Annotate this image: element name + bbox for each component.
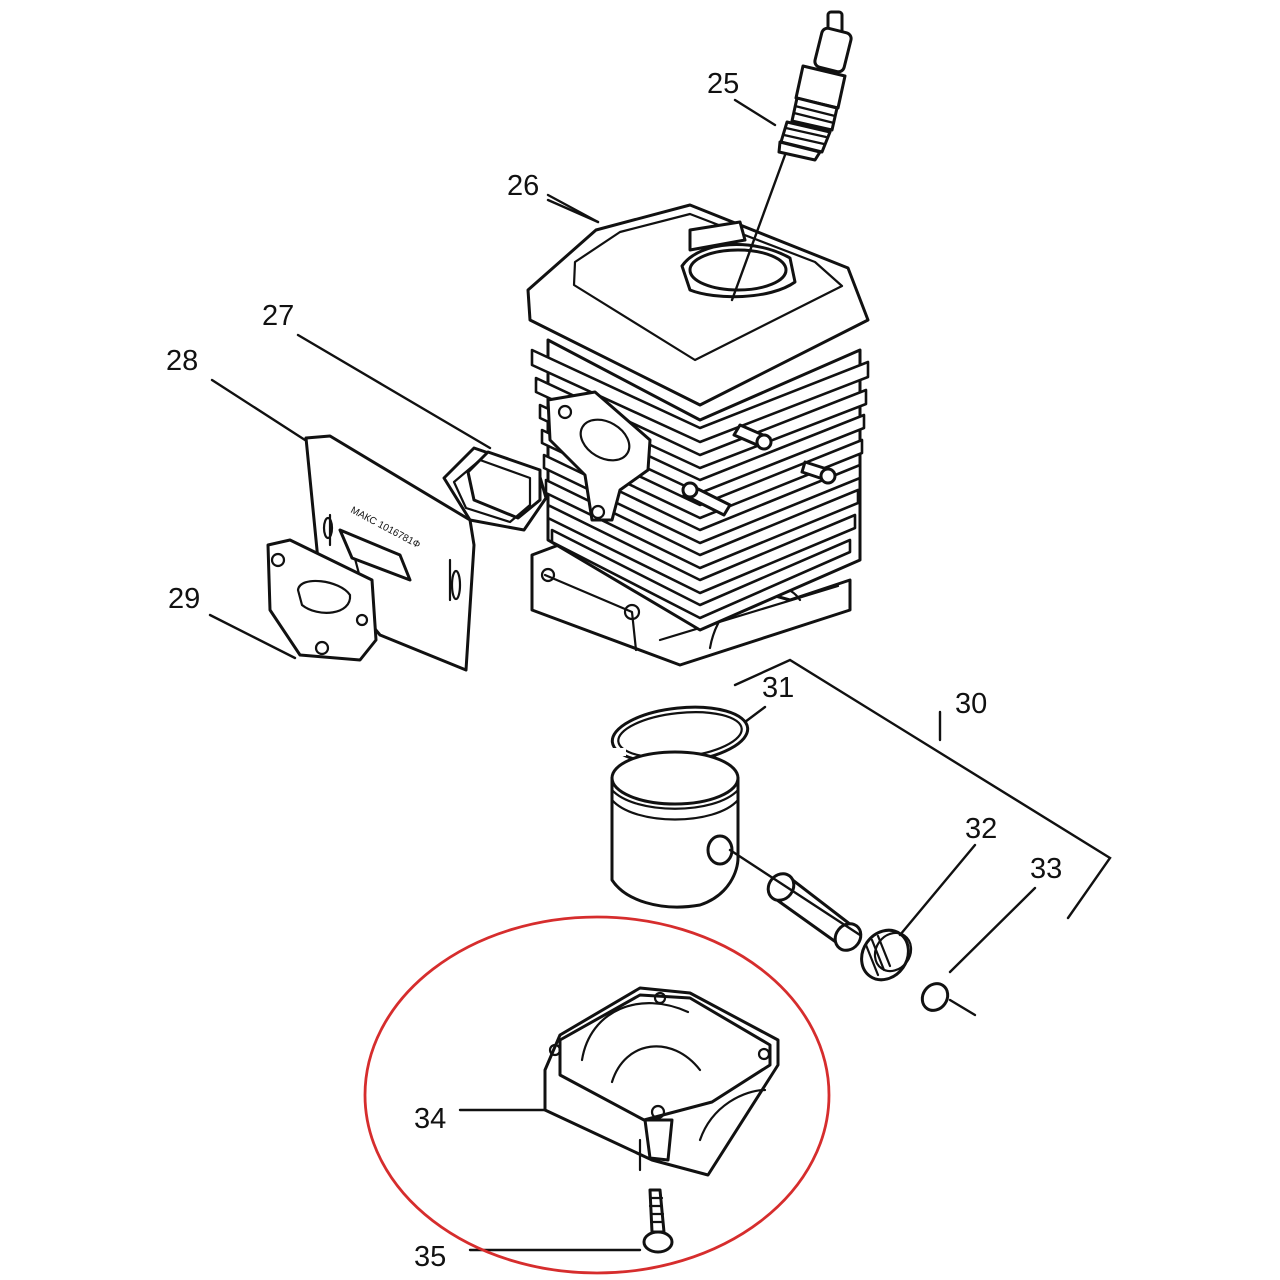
- callout-31: 31: [762, 672, 794, 704]
- callout-32: 32: [965, 813, 997, 845]
- heat-shield[interactable]: [304, 434, 476, 672]
- muffler-gasket[interactable]: [266, 538, 378, 662]
- spark-plug[interactable]: [777, 10, 853, 162]
- callout-26: 26: [507, 170, 539, 202]
- callout-33: 33: [1030, 853, 1062, 885]
- highlight-circle: [363, 915, 831, 1275]
- callout-25: 25: [707, 68, 739, 100]
- circlip[interactable]: [917, 979, 953, 1016]
- needle-bearing[interactable]: [852, 921, 918, 989]
- callout-30: 30: [955, 688, 987, 720]
- crankcase-cover[interactable]: [543, 986, 780, 1177]
- piston[interactable]: [610, 750, 740, 909]
- callout-28: 28: [166, 345, 198, 377]
- callout-34: 34: [414, 1103, 446, 1135]
- intake-flange[interactable]: [442, 446, 548, 532]
- callout-29: 29: [168, 583, 200, 615]
- cylinder[interactable]: [526, 203, 870, 667]
- leader-lines: [208, 98, 1112, 1252]
- callout-27: 27: [262, 300, 294, 332]
- screw[interactable]: [642, 1188, 674, 1254]
- callout-35: 35: [414, 1241, 446, 1273]
